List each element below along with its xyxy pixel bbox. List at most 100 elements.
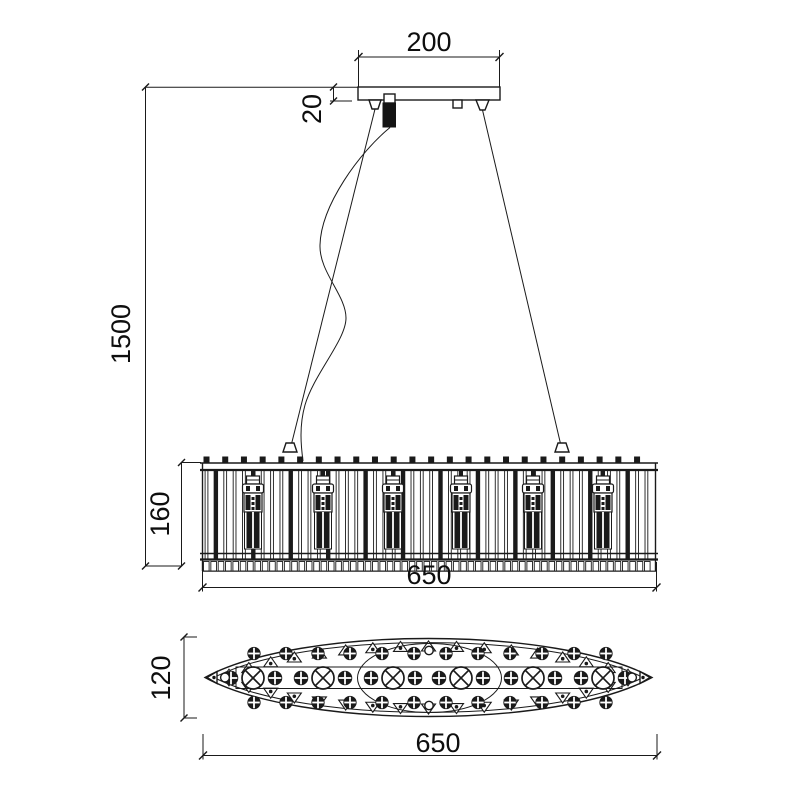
triangle-dot xyxy=(292,694,297,699)
socket-detail xyxy=(246,486,250,491)
crystal-outline xyxy=(293,670,309,686)
crystal-outline xyxy=(567,646,581,661)
thin-rod xyxy=(373,469,377,560)
lamp-position-symbols xyxy=(241,666,615,690)
band-bead xyxy=(570,561,578,572)
thin-rod xyxy=(579,469,583,560)
perimeter-triangle xyxy=(554,651,571,663)
crystal-outline xyxy=(599,646,613,661)
round-crystal xyxy=(407,695,421,710)
socket-dot xyxy=(531,507,535,510)
round-crystal xyxy=(439,646,453,661)
lamp-symbol xyxy=(449,666,473,690)
top-bead xyxy=(521,456,528,464)
round-crystal xyxy=(337,670,353,686)
lamp-cross xyxy=(244,669,262,687)
lamp-stem xyxy=(321,470,325,478)
socket-shoulder xyxy=(521,483,545,494)
crystal-outline xyxy=(503,646,517,661)
thin-rod xyxy=(270,469,274,560)
thick-rod xyxy=(438,470,443,559)
round-crystal xyxy=(503,670,519,686)
band-bead xyxy=(563,561,570,572)
top-bead xyxy=(615,456,622,464)
triangle-dot xyxy=(370,703,375,708)
band-bead xyxy=(467,561,475,572)
socket-side xyxy=(255,495,261,510)
socket-detail xyxy=(396,486,400,491)
candle-sleeve-gap xyxy=(322,512,324,548)
round-crystal xyxy=(439,695,453,710)
crystal-outline xyxy=(343,646,357,661)
band-bead xyxy=(225,561,232,572)
dim-body-length-bottom: 650 xyxy=(198,728,662,760)
thick-rod xyxy=(288,470,293,559)
top-bead xyxy=(240,456,247,464)
band-bead xyxy=(342,561,350,572)
top-bead xyxy=(259,456,266,464)
socket-dot xyxy=(321,507,325,510)
lamp-symbol xyxy=(311,666,335,690)
round-crystal xyxy=(279,646,293,661)
thick-rod xyxy=(400,470,406,559)
socket-detail xyxy=(596,486,600,491)
band-bead xyxy=(577,561,585,572)
round-crystal xyxy=(503,695,517,710)
round-crystal xyxy=(431,670,447,686)
tip-dot-left xyxy=(212,675,216,680)
dim-label-1500: 1500 xyxy=(106,304,136,364)
top-bead xyxy=(353,456,360,464)
thin-rod xyxy=(635,469,639,560)
band-bead xyxy=(482,561,489,572)
band-bead xyxy=(622,561,629,572)
band-bead xyxy=(335,561,342,572)
round-crystal xyxy=(567,646,581,661)
band-bead xyxy=(298,561,306,572)
round-crystal xyxy=(343,695,357,710)
band-bead xyxy=(232,561,239,572)
top-bead xyxy=(222,456,229,464)
socket-detail xyxy=(454,486,458,491)
socket-shoulder xyxy=(311,483,335,494)
candle-sleeve-gap xyxy=(392,512,394,548)
thin-rod xyxy=(354,469,359,560)
top-bead xyxy=(596,456,603,464)
thin-rod xyxy=(419,469,424,560)
top-bead xyxy=(428,456,435,464)
lamp-stem xyxy=(459,470,463,478)
socket-side xyxy=(525,495,531,510)
thin-rod xyxy=(560,469,565,560)
center-hole-bottom xyxy=(424,700,434,711)
perimeter-triangle xyxy=(578,655,595,668)
triangle-dot xyxy=(398,705,403,709)
thick-rod xyxy=(625,470,630,559)
crystal-outline xyxy=(375,695,389,710)
round-crystal xyxy=(279,695,293,710)
band-bead xyxy=(511,561,519,572)
top-bead xyxy=(577,456,584,464)
thick-rod xyxy=(513,470,518,559)
dim-canopy-drop: 20 xyxy=(297,83,352,124)
socket-shoulder xyxy=(381,483,405,494)
thin-rod xyxy=(410,469,415,560)
dim-body-height: 160 xyxy=(145,458,201,570)
band-bead xyxy=(497,561,504,572)
lamp-holder xyxy=(311,470,335,550)
crystal-outline xyxy=(573,670,589,686)
triangle-dot xyxy=(268,689,273,694)
round-crystal xyxy=(547,670,563,686)
socket-detail xyxy=(464,486,468,491)
tip-hole-right xyxy=(626,672,638,683)
top-bead xyxy=(465,456,472,464)
dim-suspension-height: 1500 xyxy=(106,83,358,570)
socket-dot xyxy=(321,497,325,500)
perimeter-triangle xyxy=(578,687,595,700)
crystal-outline xyxy=(407,646,421,661)
thick-rod xyxy=(550,470,556,559)
thin-rod xyxy=(345,469,349,560)
dim-label-650-bottom: 650 xyxy=(415,728,460,758)
socket-dot xyxy=(251,502,255,505)
top-bead xyxy=(409,456,416,464)
tip-crystal-left xyxy=(205,670,218,685)
